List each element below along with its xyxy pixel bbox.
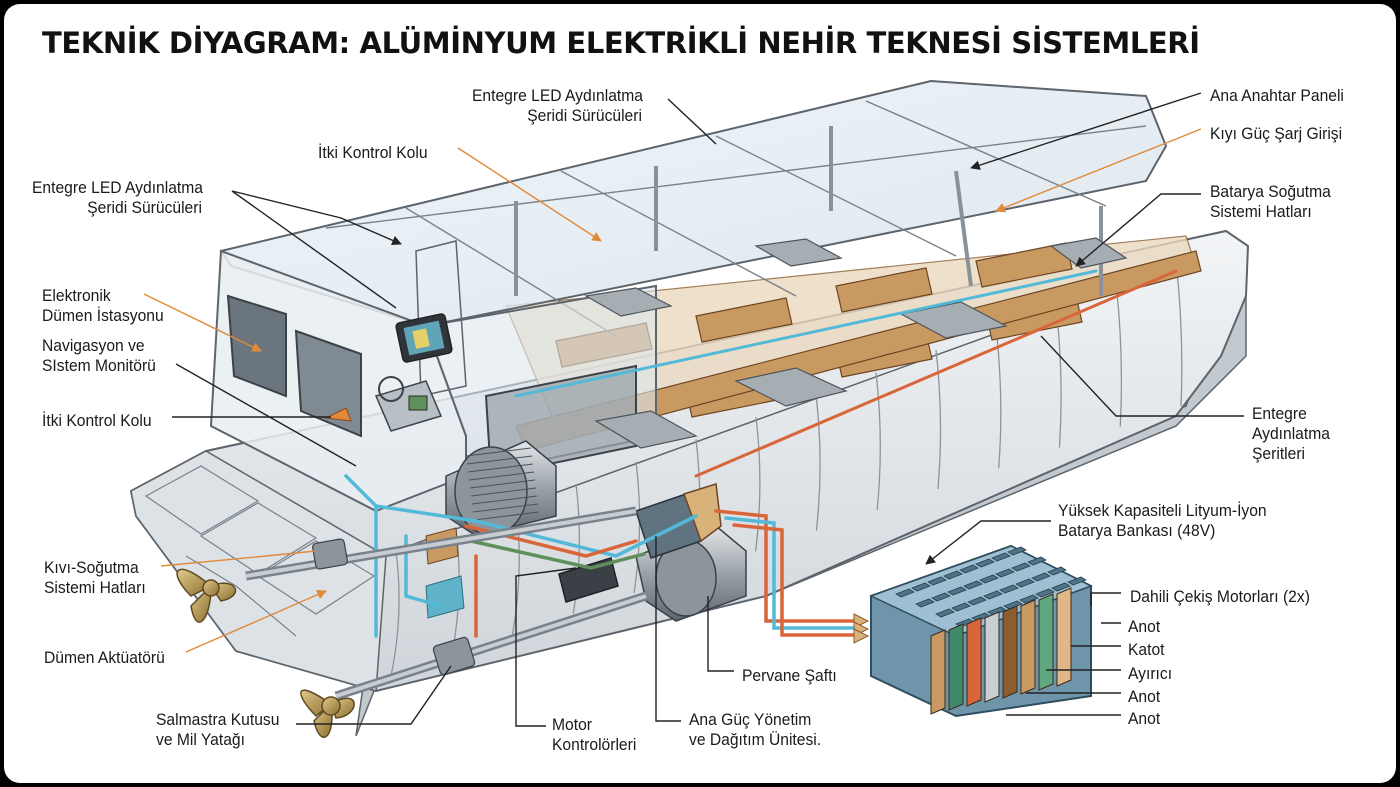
bench	[975, 242, 1073, 288]
battery-cell	[951, 602, 971, 612]
bench	[835, 267, 933, 313]
battery-cell	[1015, 578, 1035, 588]
battery-cell	[947, 586, 967, 596]
battery-layer	[948, 623, 964, 711]
motor-fin	[469, 479, 536, 489]
battery-cell	[911, 582, 931, 592]
cable-arrowheads	[853, 613, 870, 644]
motor-fin	[470, 487, 537, 497]
battery-cell	[915, 598, 935, 608]
battery-layer	[1002, 605, 1018, 699]
battery-cell	[995, 568, 1015, 578]
label-cell-anode-2: Anot	[1128, 687, 1161, 706]
battery-layer	[1020, 599, 1036, 695]
motor-fin	[472, 503, 539, 513]
battery-cell	[983, 590, 1003, 600]
battery-bank	[869, 544, 1093, 718]
battery-cell	[999, 584, 1019, 594]
battery-layer	[966, 617, 982, 707]
cable-runs	[344, 269, 1178, 638]
helm-console	[324, 313, 453, 432]
motor-fin	[468, 471, 535, 481]
tables	[584, 237, 1128, 449]
hull-rib	[815, 394, 821, 531]
motor-fin	[466, 455, 533, 465]
battery-cell	[1019, 594, 1039, 604]
battery-cell	[963, 580, 983, 590]
propeller-lower	[300, 689, 355, 738]
diagram-title: TEKNİK DİYAGRAM: ALÜMİNYUM ELEKTRİKLİ NE…	[42, 26, 1200, 60]
label-prop-shaft: Pervane Şaftı	[742, 666, 837, 685]
battery-cell	[959, 564, 979, 574]
label-rudder-actuator: Dümen Aktüatörü	[44, 648, 165, 667]
leader-lines	[143, 92, 1244, 727]
cabin-and-canopy	[209, 79, 1168, 513]
battery-cell	[1035, 588, 1055, 598]
battery-cell	[991, 552, 1011, 562]
hull-rib	[1115, 283, 1123, 427]
label-thrust-lever-top: İtki Kontrol Kolu	[318, 143, 428, 162]
power-electronics	[425, 483, 722, 619]
battery-cell	[1007, 546, 1027, 556]
battery-cell	[935, 608, 955, 618]
label-shore-power: Kıyı Güç Şarj Girişi	[1210, 124, 1343, 143]
propeller-shafts	[245, 506, 648, 701]
battery-cell	[987, 606, 1007, 616]
hull-rib	[875, 372, 881, 510]
battery-cell	[975, 558, 995, 568]
battery-cell	[1031, 572, 1051, 582]
battery-cell	[979, 574, 999, 584]
battery-cell	[943, 570, 963, 580]
motor-fin	[465, 447, 532, 457]
battery-cell	[1027, 556, 1047, 566]
battery-cell	[1051, 582, 1071, 592]
battery-layer	[984, 611, 1000, 703]
battery-cell	[1003, 600, 1023, 610]
hull-rib	[995, 327, 1002, 469]
label-main-switch: Ana Anahtar Paneli	[1210, 86, 1344, 105]
hull-rib	[754, 417, 761, 552]
battery-cell	[895, 588, 915, 598]
hull-rib	[633, 461, 641, 594]
hull-rib	[935, 350, 942, 490]
motor-fin	[471, 495, 538, 505]
label-thrust-lever-left: İtki Kontrol Kolu	[42, 411, 152, 430]
label-cell-anode-3: Anot	[1128, 709, 1161, 728]
battery-layer	[1038, 593, 1054, 691]
bench	[695, 297, 793, 343]
motor-fin	[473, 511, 540, 521]
label-drive-motors: Dahili Çekiş Motorları (2x)	[1130, 587, 1310, 606]
battery-cell	[1067, 576, 1087, 586]
hull-rib	[390, 550, 400, 677]
battery-cell	[931, 592, 951, 602]
label-cell-cathode: Katot	[1128, 640, 1165, 659]
label-cell-anode-1: Anot	[1128, 617, 1161, 636]
battery-cell	[967, 596, 987, 606]
propeller-upper	[176, 568, 237, 623]
battery-cell	[1047, 566, 1067, 576]
battery-cell	[927, 576, 947, 586]
battery-cell	[1011, 562, 1031, 572]
battery-layer	[930, 629, 946, 715]
battery-layer	[1056, 587, 1072, 687]
label-cell-separator: Ayırıcı	[1128, 664, 1173, 683]
motor-fin	[467, 463, 534, 473]
